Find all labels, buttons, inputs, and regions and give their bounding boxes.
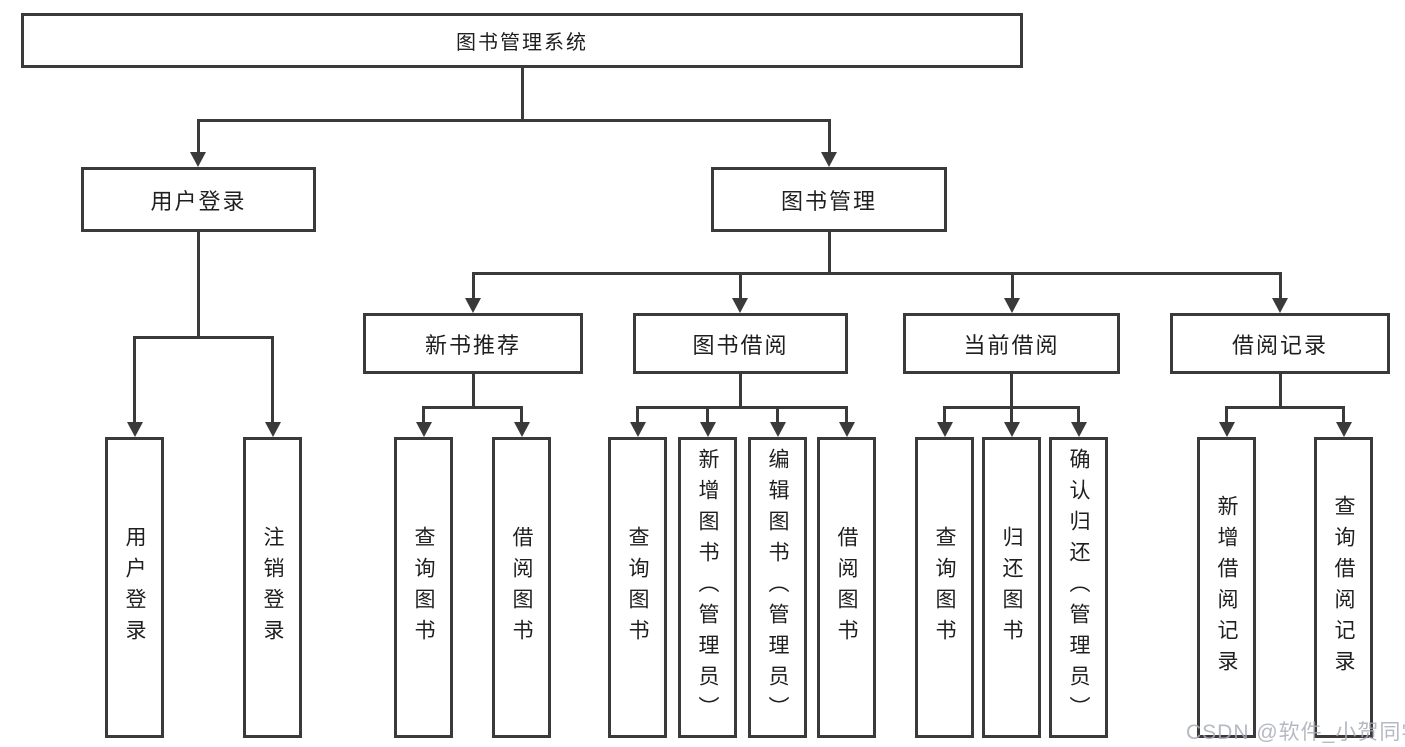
arrow-down-icon	[699, 422, 716, 437]
arrow-down-icon	[1004, 298, 1020, 313]
connector-line	[827, 119, 831, 154]
connector-line	[738, 272, 742, 300]
connector-line	[636, 406, 848, 409]
connector-line	[1010, 406, 1013, 424]
arrow-down-icon	[838, 422, 855, 437]
leaf-return-books: 归还图书	[982, 437, 1041, 738]
arrow-down-icon	[1003, 422, 1020, 437]
arrow-down-icon	[769, 422, 786, 437]
node-new-book-recommend: 新书推荐	[363, 313, 583, 374]
arrow-down-icon	[629, 422, 646, 437]
arrow-down-icon	[821, 152, 837, 167]
connector-line	[422, 406, 425, 424]
leaf-query-books-borrowing: 查询图书	[608, 437, 667, 738]
leaf-add-borrow-record: 新增借阅记录	[1197, 437, 1256, 738]
connector-line	[196, 119, 831, 122]
node-borrow-records: 借阅记录	[1170, 313, 1390, 374]
arrow-down-icon	[732, 298, 748, 313]
node-book-management: 图书管理	[711, 167, 947, 232]
arrow-down-icon	[1070, 422, 1087, 437]
arrow-down-icon	[465, 298, 481, 313]
leaf-add-books-admin: 新增图书（管理员）	[678, 437, 737, 738]
connector-line	[133, 336, 136, 424]
connector-line	[1342, 406, 1345, 424]
leaf-user-login: 用户登录	[105, 437, 164, 738]
connector-line	[471, 374, 475, 409]
connector-line	[520, 68, 524, 122]
connector-line	[1278, 374, 1282, 409]
leaf-query-books-recommend: 查询图书	[394, 437, 453, 738]
connector-line	[827, 232, 831, 275]
arrow-down-icon	[1335, 422, 1352, 437]
arrow-down-icon	[415, 422, 432, 437]
connector-line	[1009, 374, 1013, 409]
leaf-logout: 注销登录	[243, 437, 302, 738]
connector-line	[1278, 272, 1282, 300]
leaf-edit-books-admin: 编辑图书（管理员）	[748, 437, 807, 738]
node-user-login: 用户登录	[81, 167, 316, 232]
node-book-borrowing: 图书借阅	[633, 313, 848, 374]
leaf-query-borrow-record: 查询借阅记录	[1314, 437, 1373, 738]
connector-line	[636, 406, 639, 424]
leaf-confirm-return-admin: 确认归还（管理员）	[1049, 437, 1108, 738]
connector-line	[706, 406, 709, 424]
connector-line	[133, 336, 274, 339]
leaf-borrow-books: 借阅图书	[817, 437, 876, 738]
connector-line	[471, 272, 475, 300]
connector-line	[422, 406, 523, 409]
arrow-down-icon	[1218, 422, 1235, 437]
arrow-down-icon	[264, 422, 281, 437]
connector-line	[196, 119, 200, 154]
connector-line	[196, 232, 200, 339]
connector-line	[471, 272, 1282, 275]
connector-line	[271, 336, 274, 424]
arrow-down-icon	[513, 422, 530, 437]
connector-line	[1225, 406, 1228, 424]
leaf-query-books-current: 查询图书	[915, 437, 974, 738]
connector-line	[1010, 272, 1014, 300]
arrow-down-icon	[190, 152, 206, 167]
connector-line	[943, 406, 946, 424]
arrow-down-icon	[126, 422, 143, 437]
connector-line	[845, 406, 848, 424]
leaf-borrow-books-recommend: 借阅图书	[492, 437, 551, 738]
connector-line	[776, 406, 779, 424]
node-current-borrowing: 当前借阅	[903, 313, 1120, 374]
connector-line	[1225, 406, 1345, 409]
connector-line	[738, 374, 742, 409]
arrow-down-icon	[936, 422, 953, 437]
arrow-down-icon	[1272, 298, 1288, 313]
csdn-watermark: CSDN @软件_小贺同学	[1186, 721, 1405, 744]
connector-line	[520, 406, 523, 424]
connector-line	[1077, 406, 1080, 424]
node-library-management-system: 图书管理系统	[21, 13, 1023, 68]
